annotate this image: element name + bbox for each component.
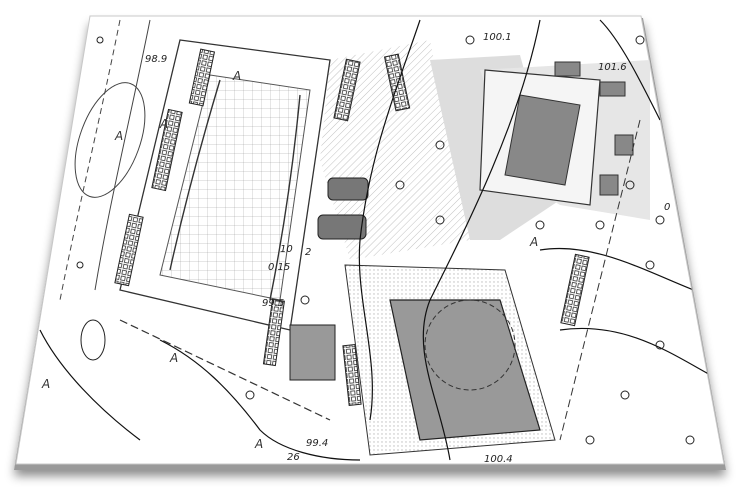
- small-structure-1: [554, 61, 581, 77]
- small-structure-3: [614, 134, 634, 156]
- office-building: [504, 94, 581, 186]
- parking-strip-6: [560, 253, 590, 327]
- elevation-label-8: 10: [280, 244, 293, 255]
- zone-label-4: A: [169, 351, 178, 365]
- zone-label-2: A: [114, 129, 123, 143]
- elevation-label-3: 101.6: [598, 62, 627, 73]
- boundary-dashed-line-east: [559, 119, 641, 441]
- parking-strip-4: [333, 58, 361, 122]
- elevation-label-6: 100.4: [484, 454, 513, 465]
- round-plaza: [424, 299, 516, 391]
- zone-label-7: A: [41, 377, 50, 391]
- contour-line-7: [39, 329, 141, 441]
- map-contents: [39, 19, 721, 461]
- parking-strip-8: [342, 343, 362, 407]
- zone-label-1: A: [232, 69, 241, 83]
- fountain-block-1: [327, 177, 369, 201]
- parking-strip-2: [151, 108, 183, 192]
- sports-hall-arc: [169, 79, 221, 271]
- misc-label-2: 26: [287, 452, 300, 463]
- plaza-hatched-area: [320, 40, 470, 260]
- zone-label-6: A: [529, 235, 538, 249]
- contour-line-5: [559, 327, 721, 381]
- contour-line-1: [358, 19, 421, 421]
- small-structure-4: [599, 174, 619, 196]
- small-gray-block: [289, 324, 336, 381]
- sports-hall-grid: [159, 74, 311, 301]
- road-left-inner: [94, 19, 151, 291]
- elevation-label-1: 98.9: [145, 54, 167, 65]
- parking-strip-1: [188, 48, 216, 107]
- zone-label-5: A: [254, 437, 263, 451]
- elevation-label-7: 0.15: [268, 262, 290, 273]
- parking-strip-3: [114, 213, 144, 287]
- elevation-label-2: 100.1: [483, 32, 512, 43]
- small-structure-2: [599, 81, 626, 97]
- trees: [76, 35, 695, 445]
- zone-label-3: A: [159, 117, 168, 131]
- misc-label-3: 0: [664, 202, 670, 213]
- contour-line-3: [599, 19, 661, 121]
- elevation-label-5: 99.4: [306, 438, 328, 449]
- fountain-block-2: [317, 214, 367, 240]
- road-left-outer: [59, 19, 121, 301]
- contour-line-2: [422, 19, 541, 461]
- parking-strip-7: [262, 298, 285, 367]
- boundary-dashed-line: [119, 319, 331, 421]
- green-oval-left: [74, 82, 146, 198]
- contour-line-6: [159, 339, 361, 461]
- sports-hall-arc-2: [269, 94, 301, 301]
- south-building: [389, 299, 541, 441]
- elevation-label-4: 99.5: [262, 298, 284, 309]
- small-pond: [80, 319, 106, 361]
- parking-strip-5: [383, 53, 411, 112]
- misc-label-1: 2: [305, 247, 311, 258]
